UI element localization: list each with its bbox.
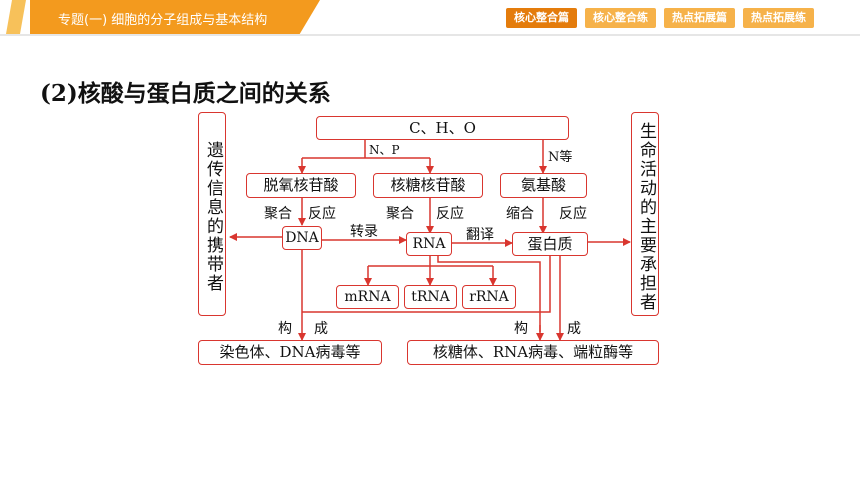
section-title: (2)核酸与蛋白质之间的关系 (40, 80, 331, 107)
dna-box: DNA (282, 226, 322, 250)
tab-core-practice[interactable]: 核心整合练 (585, 8, 656, 28)
label-translation: 翻译 (466, 227, 494, 243)
amino-acid-box: 氨基酸 (500, 173, 587, 198)
header-bar: 专题(一) 细胞的分子组成与基本结构 核心整合篇 核心整合练 热点拓展篇 热点拓… (0, 0, 860, 36)
left-role-text: 遗传信息的携带者 (203, 141, 223, 293)
label-polymerize-2: 聚合 (386, 206, 414, 222)
tab-hotspot-extension[interactable]: 热点拓展篇 (664, 8, 735, 28)
elements-box: C、H、O (316, 116, 569, 140)
right-structure-text: 核糖体、RNA病毒、端粒酶等 (432, 343, 634, 361)
label-condense: 缩合 (506, 206, 534, 222)
label-react-2: 反应 (436, 206, 464, 222)
arrow-cho-to-nucleotides (301, 140, 431, 172)
tab-core-integration[interactable]: 核心整合篇 (506, 8, 577, 28)
deoxynucleotide-box: 脱氧核苷酸 (246, 173, 356, 198)
deoxynucleotide-text: 脱氧核苷酸 (263, 176, 339, 194)
label-form-left-1: 构 (278, 321, 292, 337)
dna-text: DNA (285, 230, 319, 246)
trna-text: tRNA (411, 289, 450, 305)
nav-tabs: 核心整合篇 核心整合练 热点拓展篇 热点拓展练 (506, 8, 814, 28)
tab-hotspot-practice[interactable]: 热点拓展练 (743, 8, 814, 28)
trna-box: tRNA (404, 285, 457, 309)
protein-box: 蛋白质 (512, 232, 588, 256)
label-np: N、P (369, 143, 400, 157)
label-form-left-2: 成 (314, 321, 328, 337)
rrna-text: rRNA (469, 289, 509, 305)
rna-box: RNA (406, 232, 452, 256)
rna-text: RNA (412, 236, 446, 252)
rrna-box: rRNA (462, 285, 516, 309)
label-form-right-1: 构 (514, 321, 528, 337)
protein-text: 蛋白质 (527, 235, 573, 253)
label-form-right-2: 成 (567, 321, 581, 337)
arrow-rna-to-types (368, 256, 493, 267)
left-role-box: 遗传信息的携带者 (198, 112, 226, 316)
label-react-1: 反应 (308, 206, 336, 222)
label-transcription: 转录 (350, 224, 378, 240)
elements-text: C、H、O (409, 119, 476, 137)
header-title: 专题(一) 细胞的分子组成与基本结构 (58, 13, 268, 28)
label-n-etc: N等 (548, 150, 573, 165)
ribonucleotide-box: 核糖核苷酸 (373, 173, 483, 198)
label-react-3: 反应 (559, 206, 587, 222)
ribonucleotide-text: 核糖核苷酸 (390, 176, 466, 194)
right-role-text: 生命活动的主要承担者 (636, 122, 656, 312)
header-band (30, 0, 320, 34)
right-structure-box: 核糖体、RNA病毒、端粒酶等 (407, 340, 659, 365)
header-divider (0, 34, 860, 36)
mrna-box: mRNA (336, 285, 399, 309)
amino-acid-text: 氨基酸 (520, 176, 566, 194)
header-accent-shape (6, 0, 26, 34)
left-structure-text: 染色体、DNA病毒等 (219, 343, 361, 361)
arrow-rna-to-structure (437, 256, 541, 332)
right-role-box: 生命活动的主要承担者 (631, 112, 659, 316)
label-polymerize-1: 聚合 (264, 206, 292, 222)
left-structure-box: 染色体、DNA病毒等 (198, 340, 382, 365)
mrna-text: mRNA (344, 289, 391, 305)
